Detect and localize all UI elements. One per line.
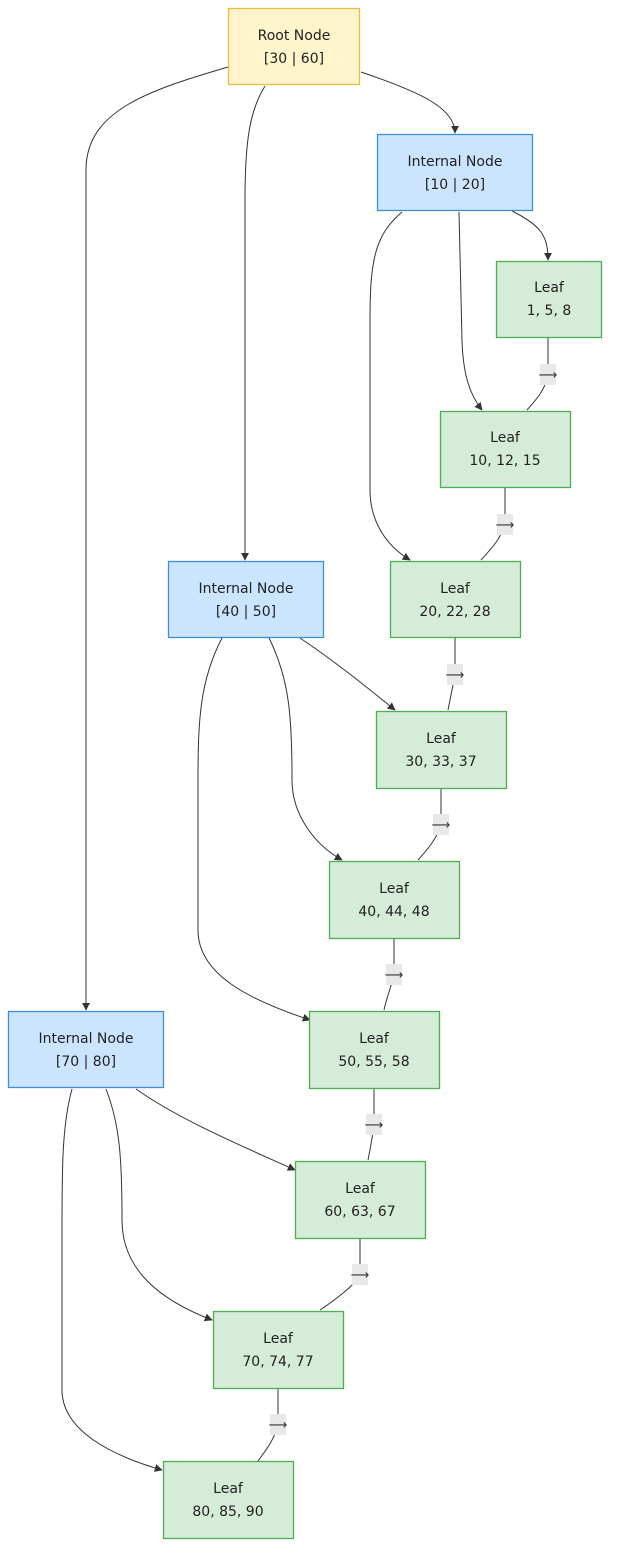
link-label-bg — [386, 964, 402, 985]
node-title: Leaf — [263, 1331, 294, 1347]
node-internal-2: Internal Node [40 | 50] — [167, 560, 325, 639]
edge-int2-leaf4 — [299, 637, 396, 711]
link-label-text: ⟶ — [539, 368, 558, 383]
node-leaf-7: Leaf 60, 63, 67 — [294, 1160, 427, 1240]
node-title: Leaf — [379, 881, 410, 897]
node-title: Leaf — [534, 280, 565, 296]
link-label-bg — [540, 364, 556, 385]
node-keys: 10, 12, 15 — [469, 453, 540, 469]
node-keys: 50, 55, 58 — [338, 1054, 409, 1070]
node-box — [7, 1010, 165, 1089]
node-box — [212, 1310, 345, 1390]
node-title: Leaf — [213, 1481, 244, 1497]
node-keys: [70 | 80] — [56, 1054, 116, 1070]
node-keys: 20, 22, 28 — [419, 604, 490, 620]
edge-root-int1 — [360, 71, 459, 134]
node-title: Root Node — [258, 28, 331, 44]
node-box — [495, 260, 603, 339]
node-keys: 80, 85, 90 — [192, 1504, 263, 1520]
edge-int2-leaf5 — [268, 637, 343, 861]
node-internal-1: Internal Node [10 | 20] — [376, 133, 534, 212]
link-label-6-7: ⟶ — [365, 1114, 384, 1135]
node-keys: [40 | 50] — [216, 604, 276, 620]
edges-int1 — [369, 210, 552, 561]
node-keys: 70, 74, 77 — [242, 1354, 313, 1370]
node-box — [375, 710, 508, 790]
node-keys: 30, 33, 37 — [405, 754, 476, 770]
link-label-bg — [270, 1414, 286, 1435]
node-leaf-4: Leaf 30, 33, 37 — [375, 710, 508, 790]
link-label-2-3: ⟶ — [496, 514, 515, 535]
edge-int3-leaf8 — [105, 1088, 213, 1322]
node-leaf-2: Leaf 10, 12, 15 — [439, 410, 572, 489]
link-label-3-4: ⟶ — [446, 664, 465, 685]
node-keys: [10 | 20] — [425, 177, 485, 193]
node-leaf-5: Leaf 40, 44, 48 — [328, 860, 461, 940]
link-label-8-9: ⟶ — [269, 1414, 288, 1435]
edge-int2-leaf6 — [197, 637, 311, 1022]
link-label-1-2: ⟶ — [539, 364, 558, 385]
edge-int1-leaf3 — [369, 211, 411, 561]
node-box — [439, 410, 572, 489]
node-leaf-8: Leaf 70, 74, 77 — [212, 1310, 345, 1390]
link-label-5-6: ⟶ — [385, 964, 404, 985]
node-box — [294, 1160, 427, 1240]
node-keys: [30 | 60] — [264, 51, 324, 67]
node-leaf-9: Leaf 80, 85, 90 — [162, 1460, 295, 1540]
node-title: Internal Node — [39, 1031, 134, 1047]
node-leaf-6: Leaf 50, 55, 58 — [308, 1010, 441, 1090]
edge-int3-leaf9 — [61, 1088, 163, 1472]
link-label-7-8: ⟶ — [351, 1264, 370, 1285]
edge-int3-leaf7 — [135, 1088, 296, 1171]
node-keys: 40, 44, 48 — [358, 904, 429, 920]
link-label-text: ⟶ — [365, 1118, 384, 1133]
node-box — [167, 560, 325, 639]
node-box — [328, 860, 461, 940]
link-label-bg — [433, 814, 449, 835]
edge-int1-leaf2 — [458, 211, 483, 411]
link-label-text: ⟶ — [432, 818, 451, 833]
node-box — [376, 133, 534, 212]
node-title: Leaf — [359, 1031, 390, 1047]
edge-int1-leaf1 — [511, 210, 552, 261]
edge-root-int2 — [241, 85, 266, 561]
link-label-bg — [497, 514, 513, 535]
node-box — [389, 560, 522, 639]
node-title: Leaf — [490, 430, 521, 446]
node-root: Root Node [30 | 60] — [227, 7, 361, 86]
node-title: Leaf — [426, 731, 457, 747]
edges-int3 — [61, 1088, 296, 1472]
node-internal-3: Internal Node [70 | 80] — [7, 1010, 165, 1089]
link-label-text: ⟶ — [496, 518, 515, 533]
node-leaf-3: Leaf 20, 22, 28 — [389, 560, 522, 639]
edges-int2 — [197, 637, 396, 1022]
link-label-bg — [352, 1264, 368, 1285]
node-box — [227, 7, 361, 86]
node-box — [162, 1460, 295, 1540]
node-leaf-1: Leaf 1, 5, 8 — [495, 260, 603, 339]
node-keys: 1, 5, 8 — [527, 303, 572, 319]
link-label-text: ⟶ — [385, 968, 404, 983]
leaf-link-labels: ⟶ ⟶ ⟶ ⟶ ⟶ ⟶ ⟶ ⟶ — [269, 364, 558, 1435]
edges-root — [82, 66, 459, 1011]
node-title: Leaf — [440, 581, 471, 597]
node-title: Internal Node — [199, 581, 294, 597]
link-label-text: ⟶ — [269, 1418, 288, 1433]
node-title: Leaf — [345, 1181, 376, 1197]
link-label-4-5: ⟶ — [432, 814, 451, 835]
link-label-bg — [447, 664, 463, 685]
node-title: Internal Node — [408, 154, 503, 170]
node-keys: 60, 63, 67 — [324, 1204, 395, 1220]
link-label-text: ⟶ — [351, 1268, 370, 1283]
edge-root-int3 — [82, 66, 229, 1011]
link-label-text: ⟶ — [446, 668, 465, 683]
link-label-bg — [366, 1114, 382, 1135]
node-box — [308, 1010, 441, 1090]
